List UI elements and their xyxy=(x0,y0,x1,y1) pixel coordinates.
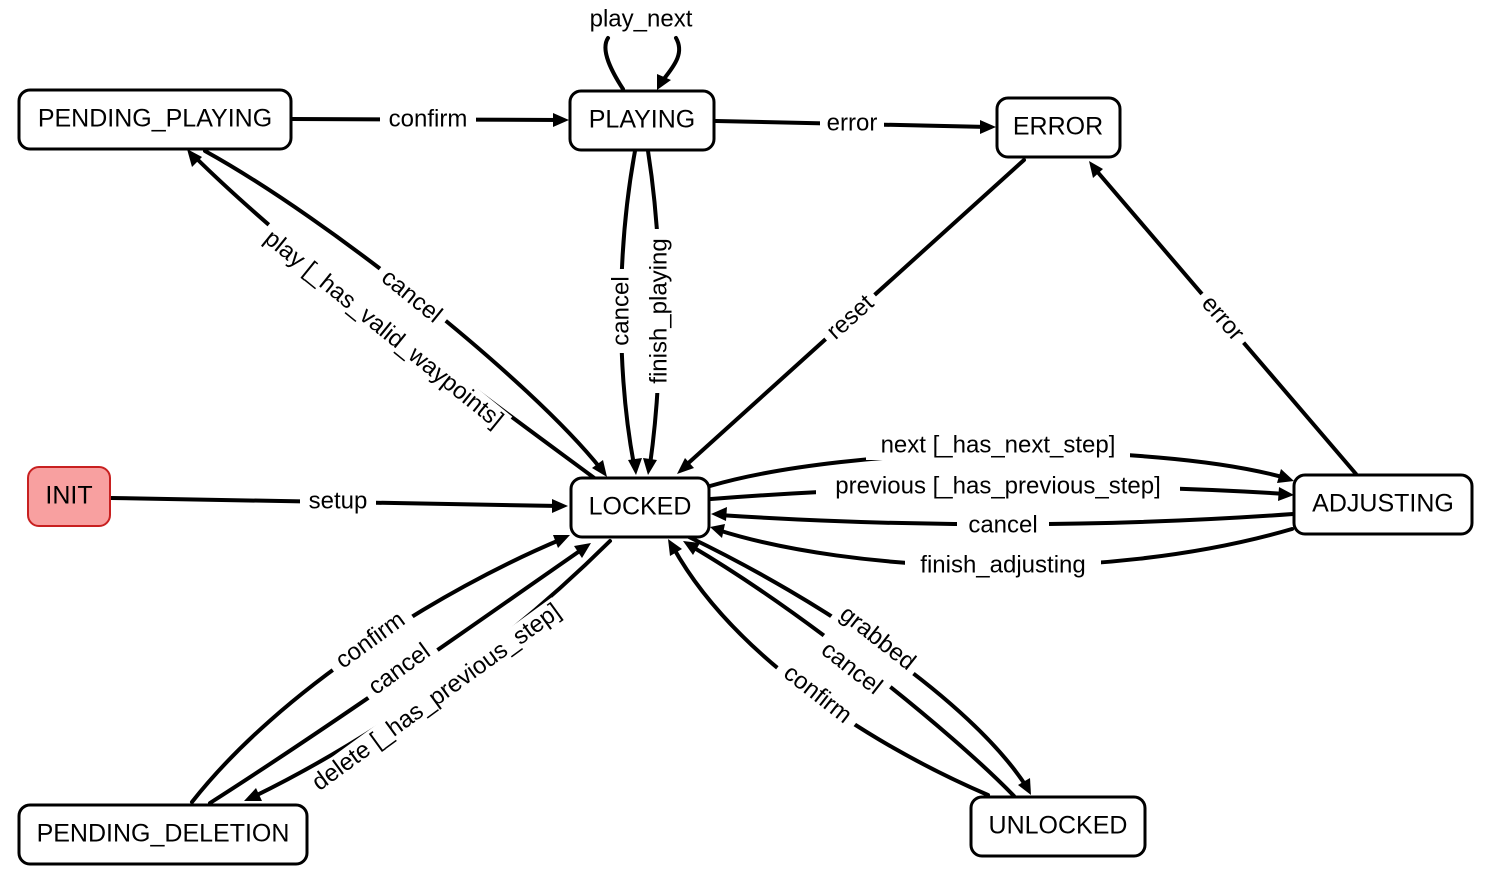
edge-cancel-pending-playing xyxy=(203,149,607,477)
state-label-locked: LOCKED xyxy=(589,493,692,521)
state-label-pending-playing: PENDING_PLAYING xyxy=(38,105,272,133)
initial-state-box xyxy=(27,466,111,527)
label-setup: setup xyxy=(309,487,368,514)
state-init: INIT xyxy=(27,466,111,527)
label-cancel-adjusting: cancel xyxy=(968,511,1037,538)
label-previous: previous [_has_previous_step] xyxy=(835,472,1161,499)
label-cancel-playing: cancel xyxy=(607,276,634,345)
label-play-next: play_next xyxy=(590,5,693,32)
state-error: ERROR xyxy=(995,96,1122,159)
label-finish-adjusting: finish_adjusting xyxy=(920,551,1085,578)
edge-delete xyxy=(244,539,612,801)
state-label-init: INIT xyxy=(45,482,92,510)
state-label-error: ERROR xyxy=(1013,113,1103,141)
label-finish-playing: finish_playing xyxy=(645,238,672,383)
label-confirm-pending-playing: confirm xyxy=(389,105,468,132)
state-locked: LOCKED xyxy=(569,476,711,539)
state-label-playing: PLAYING xyxy=(589,106,696,134)
edge-play xyxy=(187,149,599,482)
state-label-pending-deletion: PENDING_DELETION xyxy=(37,820,290,848)
label-error-playing: error xyxy=(827,109,878,136)
state-label-unlocked: UNLOCKED xyxy=(989,812,1128,840)
state-pending-playing: PENDING_PLAYING xyxy=(17,88,293,151)
state-adjusting: ADJUSTING xyxy=(1292,473,1474,536)
label-delete: delete [_has_previous_step] xyxy=(307,598,566,796)
label-play: play [_has_valid_waypoints] xyxy=(259,225,508,434)
edge-play-next xyxy=(603,36,682,91)
state-label-adjusting: ADJUSTING xyxy=(1312,490,1454,518)
state-playing: PLAYING xyxy=(568,89,716,152)
label-next: next [_has_next_step] xyxy=(881,431,1116,458)
state-unlocked: UNLOCKED xyxy=(969,795,1147,858)
state-pending-deletion: PENDING_DELETION xyxy=(17,803,309,866)
